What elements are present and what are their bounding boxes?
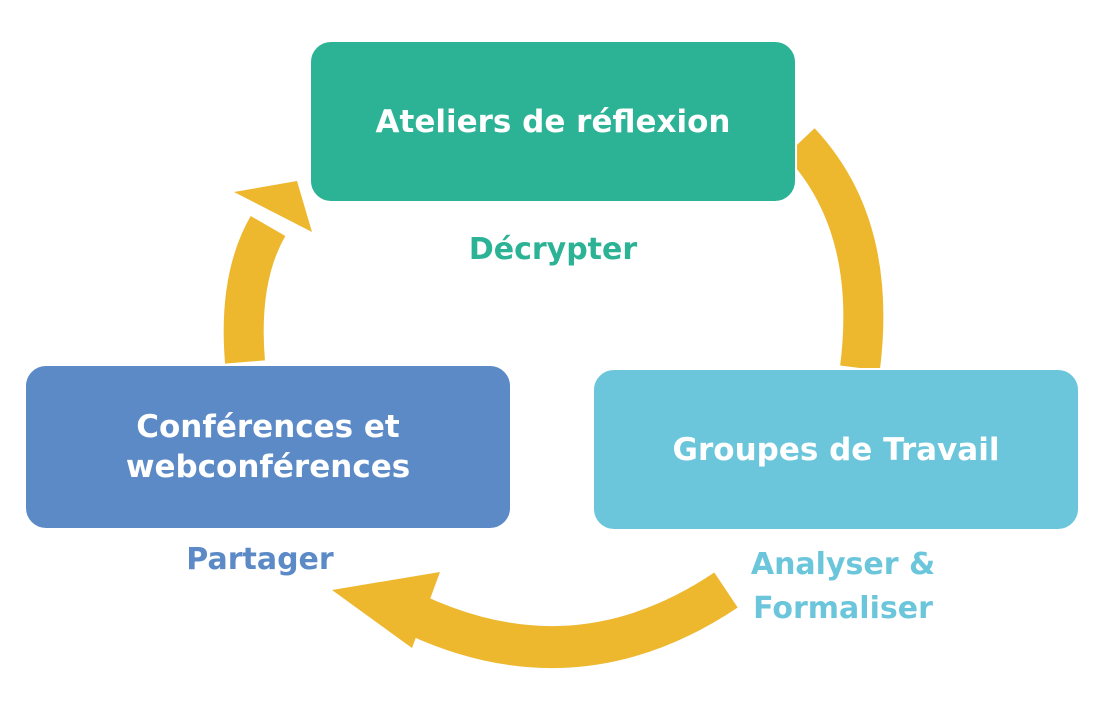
stage-box-ateliers: Ateliers de réflexion — [309, 40, 797, 203]
stage-verb-analyser: Analyser & Formaliser — [728, 543, 958, 631]
arrow-right-to-left — [372, 572, 738, 668]
arrow-left-to-top — [223, 216, 286, 364]
stage-label-line-2: webconférences — [125, 449, 411, 485]
arrow-top-to-right — [785, 128, 884, 371]
stage-label-line-1: Conférences et — [136, 409, 400, 445]
stage-verb-line-1: Analyser & — [750, 547, 936, 582]
stage-box-groupes: Groupes de Travail — [592, 368, 1080, 531]
arrowhead-left — [332, 572, 440, 648]
stage-verb-partager: Partager — [170, 538, 350, 582]
stage-verb-decrypter: Décrypter — [438, 228, 668, 272]
arrowhead-top — [234, 181, 312, 232]
stage-label: Groupes de Travail — [672, 431, 1000, 468]
stage-box-conferences: Conférences et webconférences — [24, 364, 512, 530]
stage-label: Ateliers de réflexion — [375, 103, 731, 140]
stage-verb-line-2: Formaliser — [753, 591, 933, 626]
stage-verb: Décrypter — [468, 232, 638, 267]
stage-verb: Partager — [186, 542, 334, 577]
